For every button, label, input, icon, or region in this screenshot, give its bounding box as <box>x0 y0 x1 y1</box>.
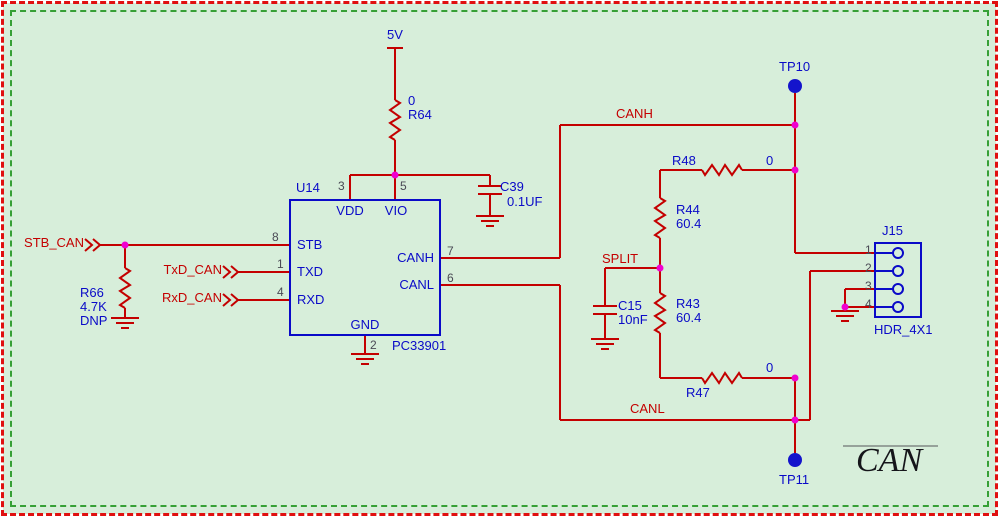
c15-ref: C15 <box>618 298 642 313</box>
u14-pin3-number: 3 <box>338 179 345 193</box>
junction-dot <box>791 416 799 424</box>
tp11-ref: TP11 <box>779 472 810 487</box>
r66-note: DNP <box>80 313 108 328</box>
c39-value: 0.1UF <box>507 194 543 209</box>
resistor-r47-symbol <box>701 371 743 385</box>
junction-dot <box>791 166 799 174</box>
u14-pin-txd: TXD <box>297 264 323 279</box>
j15-part: HDR_4X1 <box>874 322 933 337</box>
u14-body <box>289 199 441 336</box>
port-arrow-icon-rxd <box>222 293 240 307</box>
symbol-layer <box>289 199 922 336</box>
port-arrow-icon-txd <box>222 265 240 279</box>
junction-dot <box>656 264 664 272</box>
j15-ref: J15 <box>882 223 903 238</box>
r64-value: 0 <box>408 93 416 108</box>
u14-pin-canh: CANH <box>397 250 434 265</box>
c39-ref: C39 <box>500 179 524 194</box>
sheet-title: CAN <box>856 442 923 479</box>
testpoint-tp10 <box>788 79 802 93</box>
ground-symbol-c39 <box>476 215 504 227</box>
u14-pin4-number: 4 <box>277 285 284 299</box>
u14-pin-gnd: GND <box>350 317 380 332</box>
j15-pin4-number: 4 <box>865 297 872 311</box>
resistor-r48-symbol <box>701 163 743 177</box>
r47-ref: R47 <box>686 385 710 400</box>
capacitor-c15-symbol <box>593 305 617 339</box>
junction-dot <box>391 171 399 179</box>
wire-5v-rail <box>349 47 490 200</box>
u14-pin-stb: STB <box>297 237 323 252</box>
u14-pin-vdd: VDD <box>336 203 364 218</box>
junction-dot <box>791 121 799 129</box>
r43-value: 60.4 <box>676 310 702 325</box>
wire-layer <box>84 47 875 453</box>
net-label-split: SPLIT <box>602 251 639 266</box>
r48-value: 0 <box>766 153 774 168</box>
ground-symbol-u14 <box>351 353 379 365</box>
r43-ref: R43 <box>676 296 700 311</box>
u14-pin-canl: CANL <box>399 277 434 292</box>
capacitor-c39-symbol <box>478 175 502 216</box>
wire-canl <box>440 270 875 453</box>
r48-ref: R48 <box>672 153 696 168</box>
junction-dot <box>121 241 129 249</box>
u14-ref: U14 <box>296 180 320 195</box>
port-arrow-icon-stb <box>84 238 102 252</box>
ground-symbol-j15 <box>831 310 859 322</box>
j15-pin2-number: 2 <box>865 261 872 275</box>
wire-canh <box>440 93 875 259</box>
resistor-r44-symbol <box>653 197 667 239</box>
junction-dots <box>121 121 849 424</box>
j15-pin4-pad <box>892 301 904 313</box>
port-label-stb-can: STB_CAN <box>24 235 84 250</box>
resistor-r43-symbol <box>653 292 667 334</box>
net-label-canl: CANL <box>630 401 665 416</box>
u14-pin1-number: 1 <box>277 257 284 271</box>
u14-pin8-number: 8 <box>272 230 279 244</box>
net-label-canh: CANH <box>616 106 653 121</box>
u14-pin5-number: 5 <box>400 179 407 193</box>
j15-pin3-number: 3 <box>865 279 872 293</box>
ground-symbol-r66 <box>111 317 139 329</box>
power-rail-label: 5V <box>387 27 403 42</box>
c15-value: 10nF <box>618 312 648 327</box>
u14-pin6-number: 6 <box>447 271 454 285</box>
j15-body <box>874 242 922 318</box>
junction-dot <box>791 374 799 382</box>
wire-split <box>604 267 660 306</box>
j15-pin1-pad <box>892 247 904 259</box>
u14-pin2-number: 2 <box>370 338 377 352</box>
r64-ref: R64 <box>408 107 432 122</box>
resistor-r64-symbol <box>388 99 402 141</box>
testpoint-tp11 <box>788 453 802 467</box>
port-label-rxd-can: RxD_CAN <box>162 290 222 305</box>
j15-pin-stubs <box>875 252 893 308</box>
ground-symbol-c15 <box>591 338 619 350</box>
j15-pin3-pad <box>892 283 904 295</box>
r47-value: 0 <box>766 360 774 375</box>
junction-dot <box>841 303 849 311</box>
u14-pin7-number: 7 <box>447 244 454 258</box>
tp10-ref: TP10 <box>779 59 811 74</box>
resistor-r66-symbol <box>118 267 132 309</box>
r44-value: 60.4 <box>676 216 702 231</box>
j15-pin1-number: 1 <box>865 243 872 257</box>
j15-pin2-pad <box>892 265 904 277</box>
port-label-txd-can: TxD_CAN <box>163 262 222 277</box>
u14-part: PC33901 <box>392 338 447 353</box>
wire-j15-gnd <box>844 288 875 311</box>
u14-pin-rxd: RXD <box>297 292 325 307</box>
u14-pin-vio: VIO <box>384 203 408 218</box>
r66-ref: R66 <box>80 285 104 300</box>
r66-value: 4.7K <box>80 299 107 314</box>
r44-ref: R44 <box>676 202 700 217</box>
